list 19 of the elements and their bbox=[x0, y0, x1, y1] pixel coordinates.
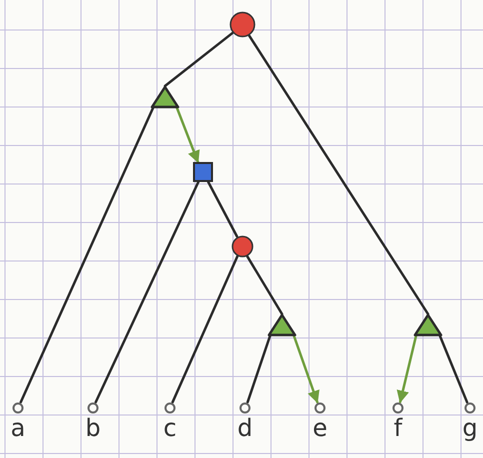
connector-line bbox=[246, 254, 284, 316]
leaf-label: e bbox=[312, 416, 328, 440]
leaf-label: c bbox=[163, 416, 177, 440]
connector-line bbox=[207, 180, 238, 238]
arrow bbox=[396, 334, 418, 404]
connector-line bbox=[246, 334, 272, 404]
leaf-label: a bbox=[10, 416, 26, 440]
connector-line bbox=[248, 34, 430, 316]
connector-line bbox=[94, 180, 200, 404]
connector-line bbox=[171, 254, 239, 404]
connector-line bbox=[438, 334, 468, 404]
arrow bbox=[292, 334, 320, 404]
leaf-label: f bbox=[394, 416, 402, 440]
leaf-label: g bbox=[462, 416, 478, 440]
arrow bbox=[176, 106, 200, 164]
leaf-label: d bbox=[237, 416, 253, 440]
connector-line bbox=[20, 106, 154, 404]
leaf-label: b bbox=[85, 416, 101, 440]
connector-line bbox=[164, 32, 234, 88]
